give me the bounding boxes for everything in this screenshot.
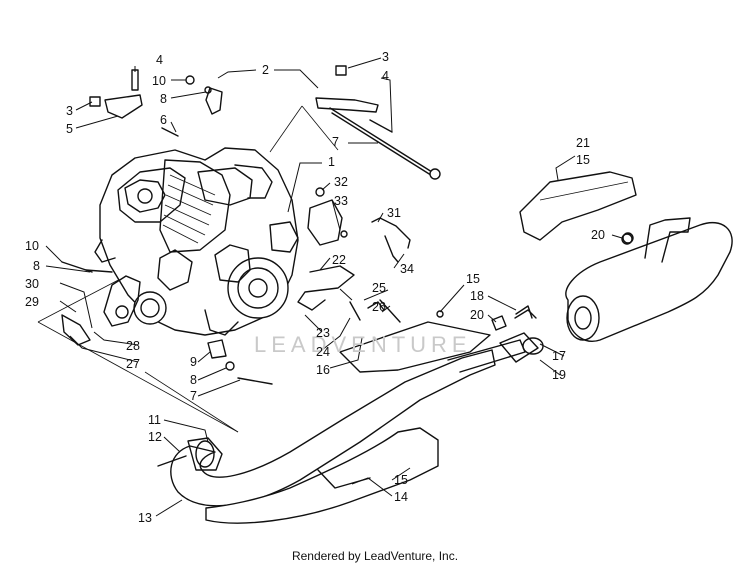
callout-label: 9 <box>190 355 197 369</box>
callout-label: 22 <box>332 253 346 267</box>
leader-lines <box>45 57 623 517</box>
render-credit: Rendered by LeadVenture, Inc. <box>291 549 459 563</box>
callout-label: 23 <box>316 326 330 340</box>
callout-label: 34 <box>400 262 414 276</box>
callout-label: 4 <box>156 53 163 67</box>
callout-label: 25 <box>372 281 386 295</box>
callout-label: 20 <box>591 228 605 242</box>
callout-label: 18 <box>470 289 484 303</box>
callout-label: 20 <box>470 308 484 322</box>
callout-label: 24 <box>316 345 330 359</box>
callout-label: 16 <box>316 363 330 377</box>
callout-label: 10 <box>152 74 166 88</box>
callout-label: 17 <box>552 349 566 363</box>
callout-label: 21 <box>576 136 590 150</box>
callout-label: 8 <box>190 373 197 387</box>
callout-label: 2 <box>262 63 269 77</box>
muffler <box>514 217 733 355</box>
callout-label: 31 <box>387 206 401 220</box>
callout-label: 7 <box>190 389 197 403</box>
left-bracket <box>61 269 141 346</box>
callout-label: 15 <box>576 153 590 167</box>
callout-label: 19 <box>552 368 566 382</box>
callout-label: 29 <box>25 295 39 309</box>
callout-label: 8 <box>33 259 40 273</box>
callout-label: 12 <box>148 430 162 444</box>
callout-label: 4 <box>382 69 389 83</box>
callout-label: 3 <box>382 50 389 64</box>
callout-label: 32 <box>334 175 348 189</box>
callout-label: 11 <box>148 413 161 427</box>
callout-label: 5 <box>66 122 73 136</box>
callout-label: 26 <box>372 300 386 314</box>
callout-label: 10 <box>25 239 39 253</box>
engine-assembly-outline <box>37 105 339 433</box>
callout-labels: 4 10 8 3 5 6 2 3 4 7 1 32 33 31 21 15 20… <box>25 50 605 525</box>
engine-brackets <box>104 87 441 311</box>
callout-label: 14 <box>394 490 408 504</box>
callout-label: 28 <box>126 339 140 353</box>
callout-label: 1 <box>328 155 335 169</box>
middle-heat-shield <box>339 310 491 373</box>
callout-label: 8 <box>160 92 167 106</box>
callout-label: 33 <box>334 194 348 208</box>
callout-label: 6 <box>160 113 167 127</box>
callout-label: 15 <box>466 272 480 286</box>
callout-label: 3 <box>66 104 73 118</box>
callout-label: 7 <box>332 135 339 149</box>
callout-label: 15 <box>394 473 408 487</box>
engine-block <box>94 147 299 336</box>
watermark: LEADVENTURE <box>254 332 472 357</box>
callout-label: 30 <box>25 277 39 291</box>
upper-heat-shield <box>519 171 637 241</box>
callout-label: 13 <box>138 511 152 525</box>
callout-label: 27 <box>126 357 140 371</box>
